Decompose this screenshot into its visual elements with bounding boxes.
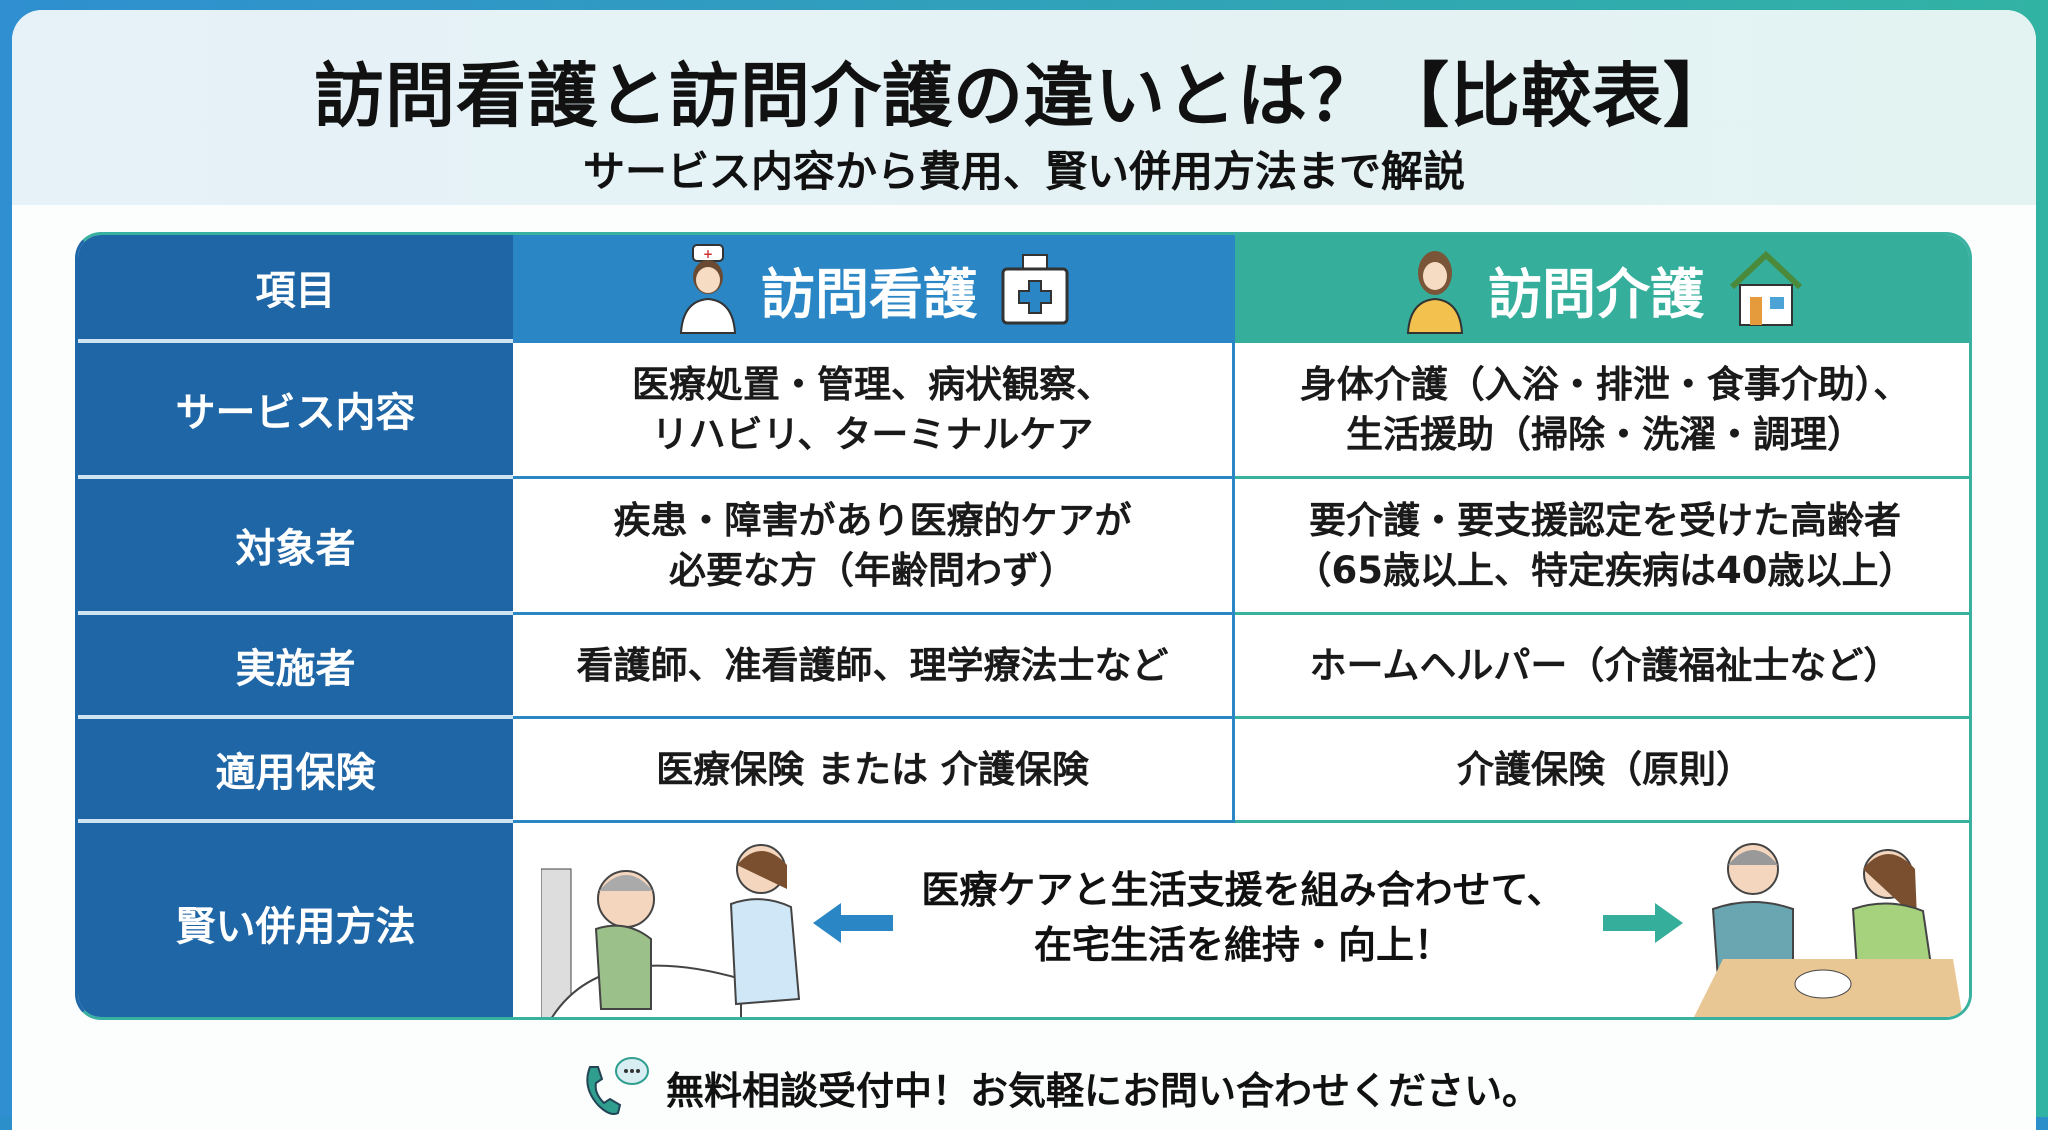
header-nursing: + 訪問看護 — [513, 235, 1235, 343]
cell-line: 要介護・要支援認定を受けた高齢者 — [1308, 498, 1901, 542]
cell-line: 必要な方（年齢問わず） — [669, 548, 1076, 592]
arrow-right-icon — [1603, 903, 1683, 943]
cell-line: 医療処置・管理、病状観察、 — [632, 362, 1113, 406]
caregiver-icon — [1406, 251, 1464, 334]
svg-text:+: + — [703, 247, 713, 261]
phone-chat-icon — [586, 1057, 649, 1115]
caregiver-meal-illustration — [1694, 843, 1963, 1017]
cell-nursing-provider: 看護師、准看護師、理学療法士など — [513, 615, 1235, 719]
cell-care-service: 身体介護（入浴・排泄・食事介助）、生活援助（掃除・洗濯・調理） — [1235, 343, 1969, 479]
arrow-left-icon — [813, 903, 893, 943]
combo-line: 医療ケアと生活支援を組み合わせて、 — [921, 868, 1565, 912]
cell-line: （65歳以上、特定疾病は40歳以上） — [1294, 548, 1916, 592]
cell-line: 生活援助（掃除・洗濯・調理） — [1346, 412, 1864, 456]
nurse-icon: + — [679, 244, 737, 334]
row-label-service: サービス内容 — [78, 343, 513, 479]
page-subtitle: サービス内容から費用、賢い併用方法まで解説 — [582, 147, 1465, 196]
cell-line: 身体介護（入浴・排泄・食事介助）、 — [1299, 362, 1911, 406]
row-label-target: 対象者 — [78, 479, 513, 615]
care-title: 訪問介護 — [1488, 262, 1704, 326]
cell-care-insurance: 介護保険（原則） — [1235, 719, 1969, 823]
cell-care-target: 要介護・要支援認定を受けた高齢者 （65歳以上、特定疾病は40歳以上） — [1235, 479, 1969, 615]
page-title: 訪問看護と訪問介護の違いとは？【比較表】 — [314, 55, 1734, 137]
row-label-provider: 実施者 — [78, 615, 513, 719]
combo-cell: 医療ケアと生活支援を組み合わせて、在宅生活を維持・向上！ — [513, 823, 1969, 1017]
cell-nursing-insurance: 医療保険 または 介護保険 — [513, 719, 1235, 823]
row-label-combo: 賢い併用方法 — [78, 823, 513, 1017]
house-icon — [1729, 251, 1803, 326]
infographic: 訪問看護と訪問介護の違いとは？【比較表】 サービス内容から費用、賢い併用方法まで… — [12, 10, 2036, 1130]
footer-contact[interactable]: 無料相談受付中！お気軽にお問い合わせください。 — [582, 1055, 1540, 1119]
row-label-insurance: 適用保険 — [78, 719, 513, 823]
header: 訪問看護と訪問介護の違いとは？【比較表】 サービス内容から費用、賢い併用方法まで… — [12, 10, 2036, 205]
header-item: 項目 — [78, 235, 513, 343]
cell-nursing-target: 疾患・障害があり医療的ケアが必要な方（年齢問わず） — [513, 479, 1235, 615]
cell-care-provider: ホームヘルパー（介護福祉士など） — [1235, 615, 1969, 719]
nurse-patient-illustration — [541, 844, 801, 1017]
cell-line: リハビリ、ターミナルケア — [651, 412, 1094, 456]
combo-text: 医療ケアと生活支援を組み合わせて、在宅生活を維持・向上！ — [893, 863, 1593, 973]
combo-line: 在宅生活を維持・向上！ — [1033, 923, 1452, 968]
comparison-table: 項目 + 訪問看護 訪問介護 サービス内容 医療処置・管理、病状観察、リハビリ、… — [75, 232, 1972, 1020]
cell-line: 疾患・障害があり医療的ケアが — [613, 498, 1132, 542]
nursing-title: 訪問看護 — [761, 262, 977, 326]
footer-text: 無料相談受付中！お気軽にお問い合わせください。 — [666, 1068, 1541, 1113]
first-aid-kit-icon — [1001, 254, 1069, 325]
cell-nursing-service: 医療処置・管理、病状観察、リハビリ、ターミナルケア — [513, 343, 1235, 479]
header-care: 訪問介護 — [1235, 235, 1969, 343]
